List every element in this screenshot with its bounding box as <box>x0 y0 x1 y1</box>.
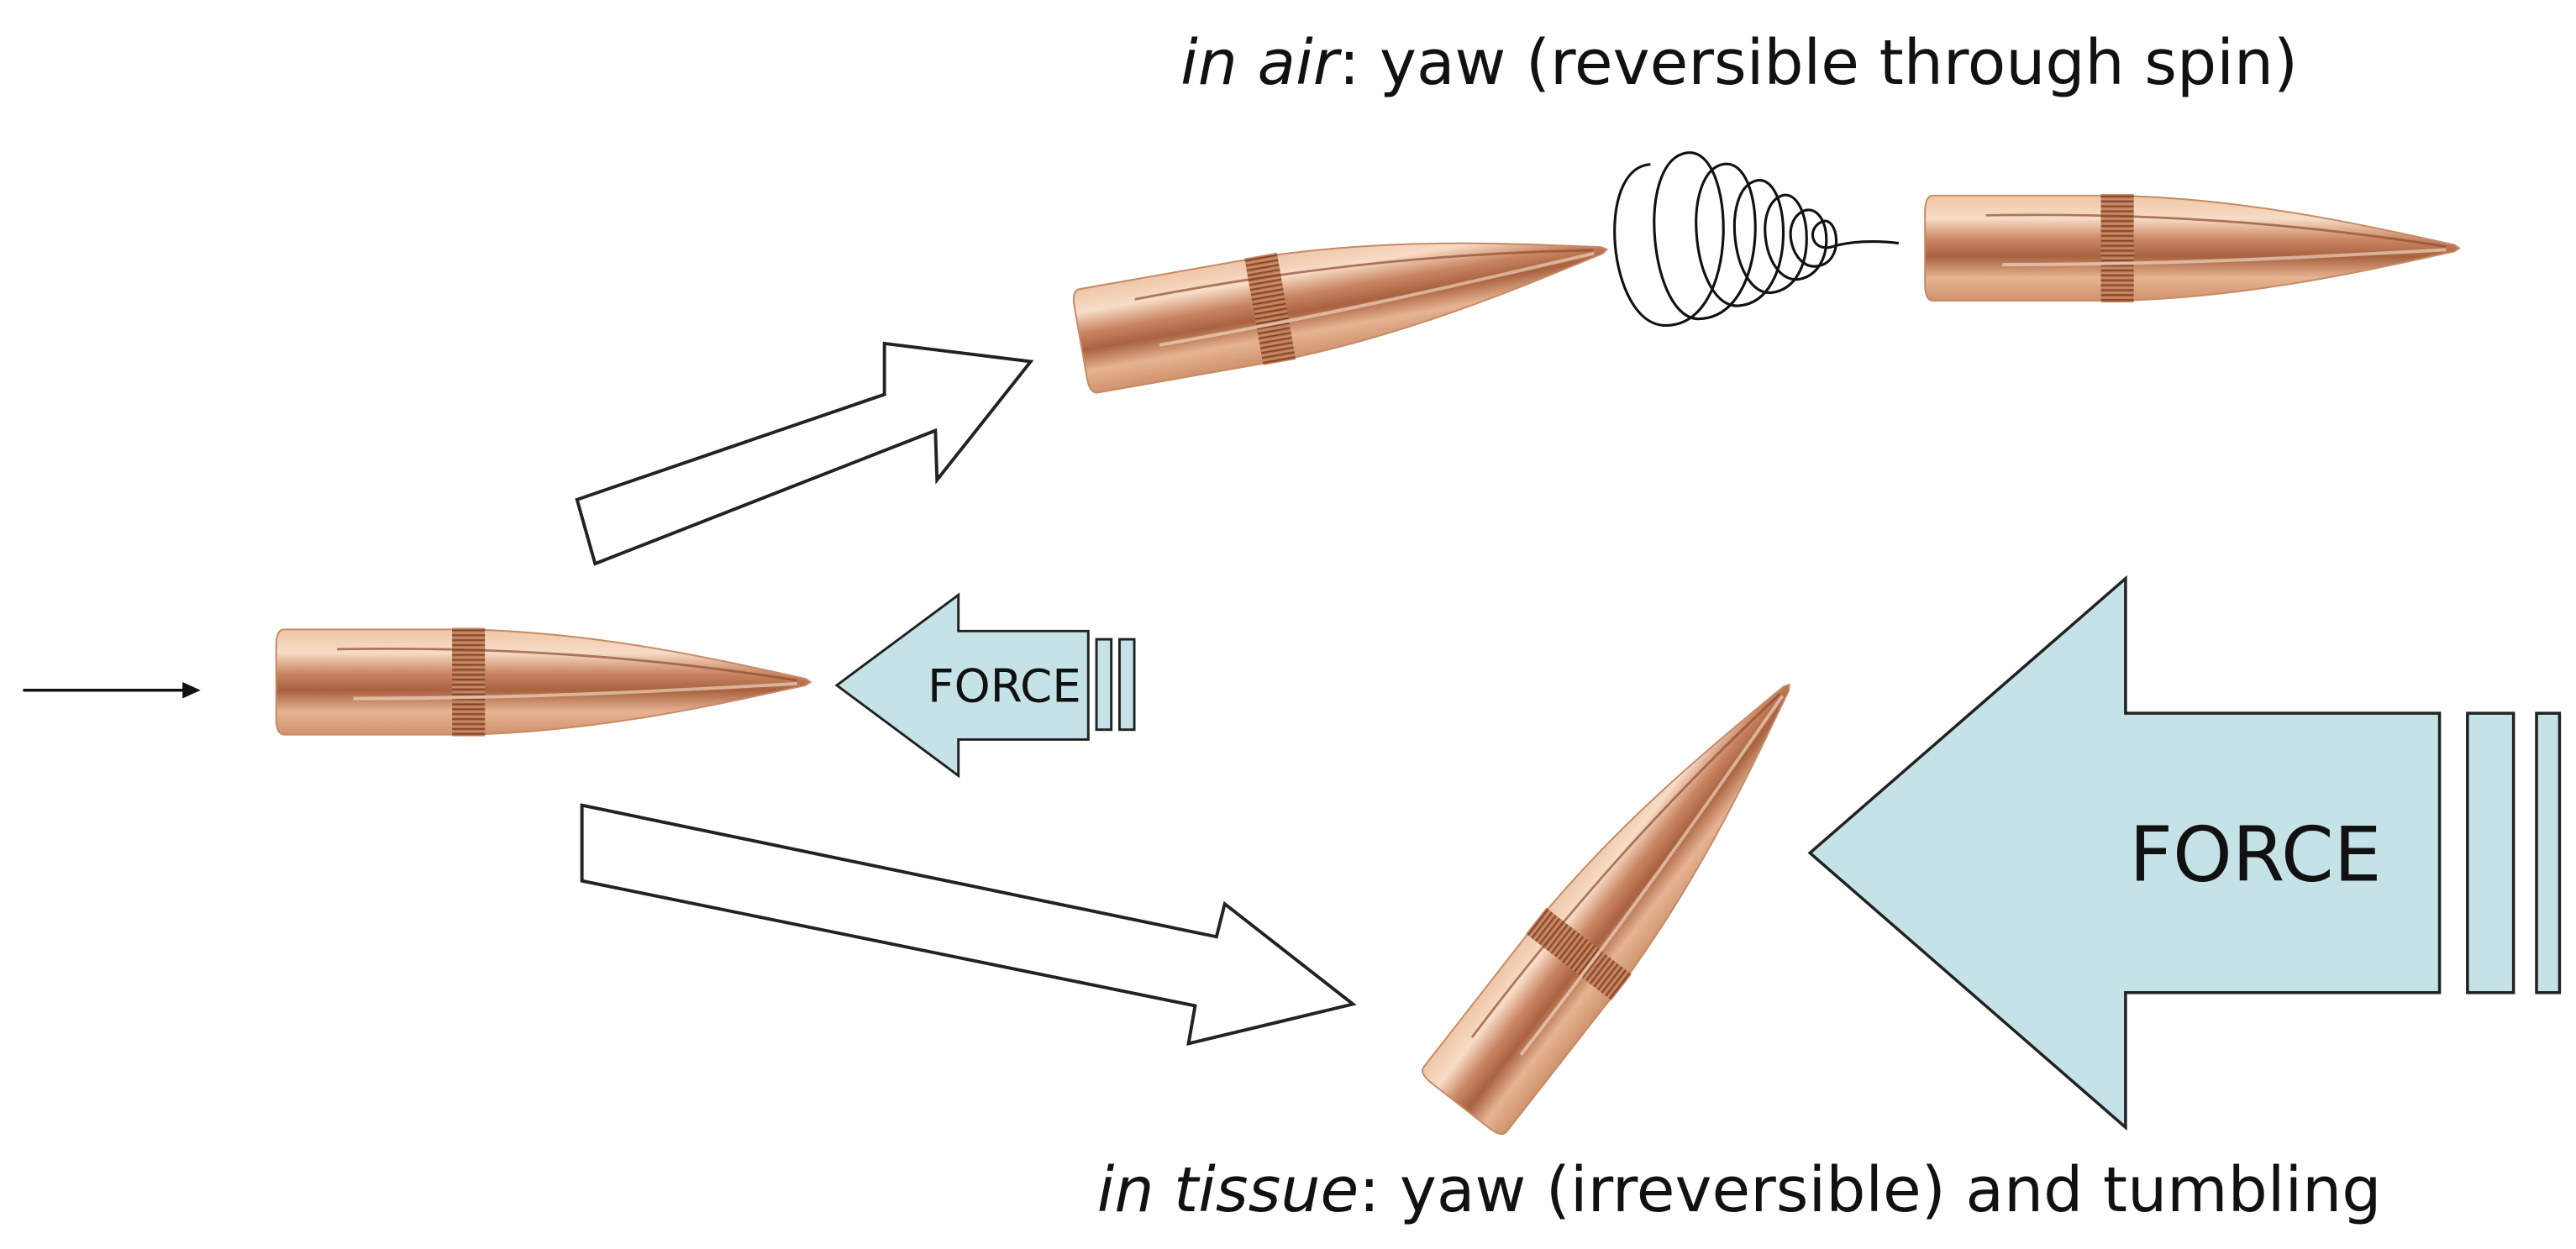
spin-spiral-icon <box>1613 151 1900 327</box>
caption-tissue: in tissue: yaw (irreversible) and tumbli… <box>1097 1153 2382 1226</box>
path-arrow-tissue <box>580 803 1357 1047</box>
caption-tissue-italic: in tissue <box>1097 1153 1359 1226</box>
caption-air: in air: yaw (reversible through spin) <box>1180 26 2298 99</box>
caption-air-rest: : yaw (reversible through spin) <box>1338 26 2298 99</box>
caption-tissue-rest: : yaw (irreversible) and tumbling <box>1359 1153 2381 1226</box>
force-label-large: FORCE <box>2129 811 2381 900</box>
bullet-air-stable <box>1923 192 2462 304</box>
force-arrow-small: FORCE <box>834 592 1136 779</box>
path-arrow-air <box>575 341 1034 566</box>
trajectory-arrow-icon <box>23 681 201 699</box>
force-arrow-large: FORCE <box>1807 575 2562 1131</box>
caption-air-italic: in air <box>1180 26 1343 99</box>
bullet-tissue-tumbling <box>1416 649 1834 1141</box>
bullet-start <box>274 626 812 738</box>
force-label-small: FORCE <box>928 659 1081 712</box>
bullet-air-yawed <box>1070 194 1618 398</box>
